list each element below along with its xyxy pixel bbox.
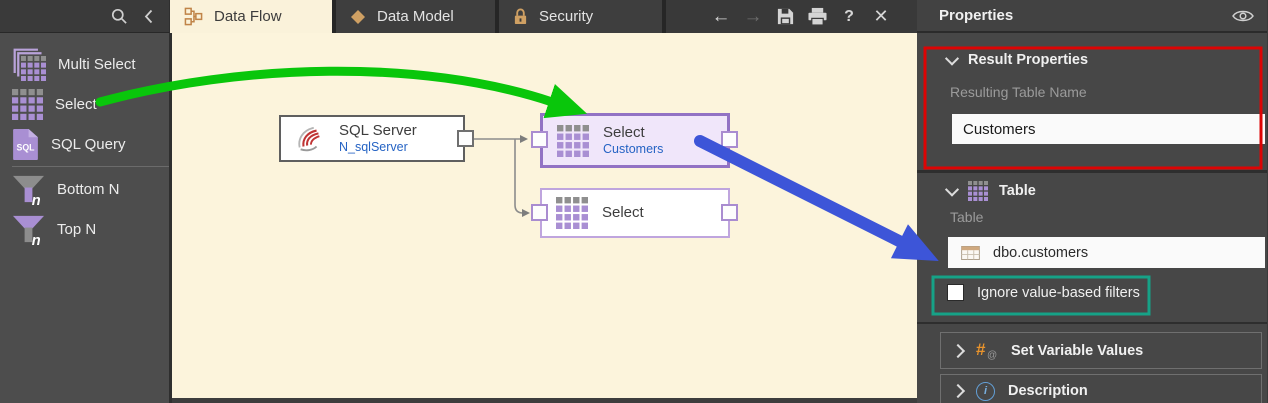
node-sql-server[interactable]: SQL Server N_sqlServer bbox=[279, 115, 465, 162]
table-field-label: Table bbox=[950, 209, 984, 225]
save-floppy-icon bbox=[776, 7, 795, 26]
resulting-table-name-input[interactable] bbox=[952, 114, 1265, 144]
section-divider bbox=[917, 322, 1267, 324]
palette-divider bbox=[12, 166, 169, 167]
section-title: Set Variable Values bbox=[1011, 342, 1144, 359]
port-select2-input[interactable] bbox=[531, 204, 548, 221]
section-title: Result Properties bbox=[968, 52, 1089, 68]
resulting-table-name-label: Resulting Table Name bbox=[950, 84, 1087, 100]
table-value: dbo.customers bbox=[993, 244, 1089, 261]
palette-item-label: Bottom N bbox=[57, 180, 120, 198]
node-title: Select bbox=[603, 124, 645, 142]
palette-item-label: Multi Select bbox=[58, 55, 136, 73]
connector-sql-to-select2[interactable] bbox=[514, 139, 530, 217]
panel-title: Properties bbox=[939, 7, 1014, 24]
tab-label: Data Flow bbox=[214, 8, 282, 25]
section-set-variable-values[interactable]: # @ Set Variable Values bbox=[940, 332, 1262, 369]
node-text: Select Customers bbox=[603, 124, 663, 156]
section-table-header[interactable]: Table bbox=[944, 181, 1036, 201]
save-button[interactable] bbox=[774, 4, 796, 30]
top-n-funnel-icon bbox=[12, 213, 45, 246]
palette-item-multi-select[interactable]: Multi Select bbox=[0, 44, 169, 84]
node-title: SQL Server bbox=[339, 122, 417, 140]
tab-data-flow[interactable]: Data Flow bbox=[170, 0, 336, 33]
palette-item-label: Select bbox=[55, 95, 97, 113]
help-button[interactable]: ? bbox=[844, 7, 854, 25]
node-palette-sidebar: Multi Select Select SQL Query Bottom N T… bbox=[0, 0, 170, 403]
redo-forward-button[interactable]: → bbox=[743, 6, 763, 27]
table-value-row[interactable]: dbo.customers bbox=[948, 237, 1265, 268]
security-lock-icon bbox=[513, 7, 528, 26]
node-title: Select bbox=[602, 204, 644, 221]
tab-data-model[interactable]: Data Model bbox=[336, 0, 499, 33]
chevron-down-icon bbox=[944, 51, 960, 66]
canvas-toolbar: ← → ? ✕ bbox=[710, 0, 892, 33]
chevron-right-icon bbox=[950, 383, 966, 399]
tab-label: Security bbox=[539, 8, 594, 25]
palette-item-label: SQL Query bbox=[51, 135, 126, 153]
tab-label: Data Model bbox=[377, 8, 454, 25]
ignore-filters-label: Ignore value-based filters bbox=[977, 284, 1140, 301]
properties-panel: Properties Result Properties Resulting T… bbox=[917, 0, 1268, 403]
port-sql-server-output[interactable] bbox=[457, 130, 474, 147]
section-description[interactable]: i Description bbox=[940, 374, 1262, 403]
tab-security[interactable]: Security bbox=[499, 0, 666, 33]
node-subtitle: Customers bbox=[603, 142, 664, 157]
data-flow-canvas[interactable]: SQL Server N_sqlServer Select Customers … bbox=[170, 33, 917, 403]
section-title: Table bbox=[999, 183, 1036, 199]
data-model-diamond-icon bbox=[350, 9, 366, 25]
palette-item-list: Multi Select Select SQL Query Bottom N T… bbox=[0, 44, 169, 249]
table-grid-icon bbox=[968, 181, 988, 201]
palette-item-bottom-n[interactable]: Bottom N bbox=[0, 169, 169, 209]
palette-item-label: Top N bbox=[57, 220, 97, 238]
port-select2-output[interactable] bbox=[721, 204, 738, 221]
collapse-sidebar-chevron-left-icon[interactable] bbox=[144, 9, 153, 24]
chevron-down-icon bbox=[944, 182, 960, 197]
palette-item-top-n[interactable]: Top N bbox=[0, 209, 169, 249]
section-result-properties-header[interactable]: Result Properties bbox=[944, 51, 1089, 68]
node-text: Select bbox=[602, 204, 644, 222]
port-select1-output[interactable] bbox=[721, 131, 738, 148]
description-info-icon: i bbox=[976, 381, 995, 401]
set-variable-values-icon: # @ bbox=[976, 339, 998, 361]
chevron-right-icon bbox=[950, 343, 966, 358]
port-select1-input[interactable] bbox=[531, 131, 548, 148]
close-button[interactable]: ✕ bbox=[873, 6, 889, 26]
node-text: SQL Server N_sqlServer bbox=[339, 122, 417, 154]
print-icon bbox=[807, 7, 828, 26]
data-flow-icon bbox=[184, 7, 203, 26]
at-glyph: @ bbox=[987, 349, 998, 361]
multi-select-icon bbox=[12, 47, 46, 81]
eye-preview-icon[interactable] bbox=[1232, 9, 1254, 23]
properties-panel-header: Properties bbox=[917, 0, 1267, 33]
sidebar-header bbox=[0, 0, 169, 33]
bottom-n-funnel-icon bbox=[12, 173, 45, 206]
node-subtitle: N_sqlServer bbox=[339, 140, 408, 155]
print-button[interactable] bbox=[806, 4, 828, 30]
palette-item-select[interactable]: Select bbox=[0, 84, 169, 124]
section-title: Description bbox=[1008, 383, 1088, 399]
select-grid-icon bbox=[12, 89, 43, 120]
canvas-bottom-edge bbox=[172, 398, 917, 403]
hash-glyph: # bbox=[976, 339, 986, 359]
section-divider bbox=[917, 170, 1267, 173]
search-icon[interactable] bbox=[111, 8, 128, 25]
tab-bar: Data Flow Data Model Security ← → ? ✕ bbox=[170, 0, 917, 33]
palette-item-sql-query[interactable]: SQL Query bbox=[0, 124, 169, 164]
small-table-icon bbox=[961, 246, 980, 260]
ignore-filters-checkbox[interactable] bbox=[947, 284, 964, 301]
undo-back-button[interactable]: ← bbox=[711, 6, 731, 27]
connector-layer bbox=[466, 135, 530, 217]
ignore-filters-row: Ignore value-based filters bbox=[947, 284, 1140, 301]
sql-query-file-icon bbox=[12, 128, 39, 161]
